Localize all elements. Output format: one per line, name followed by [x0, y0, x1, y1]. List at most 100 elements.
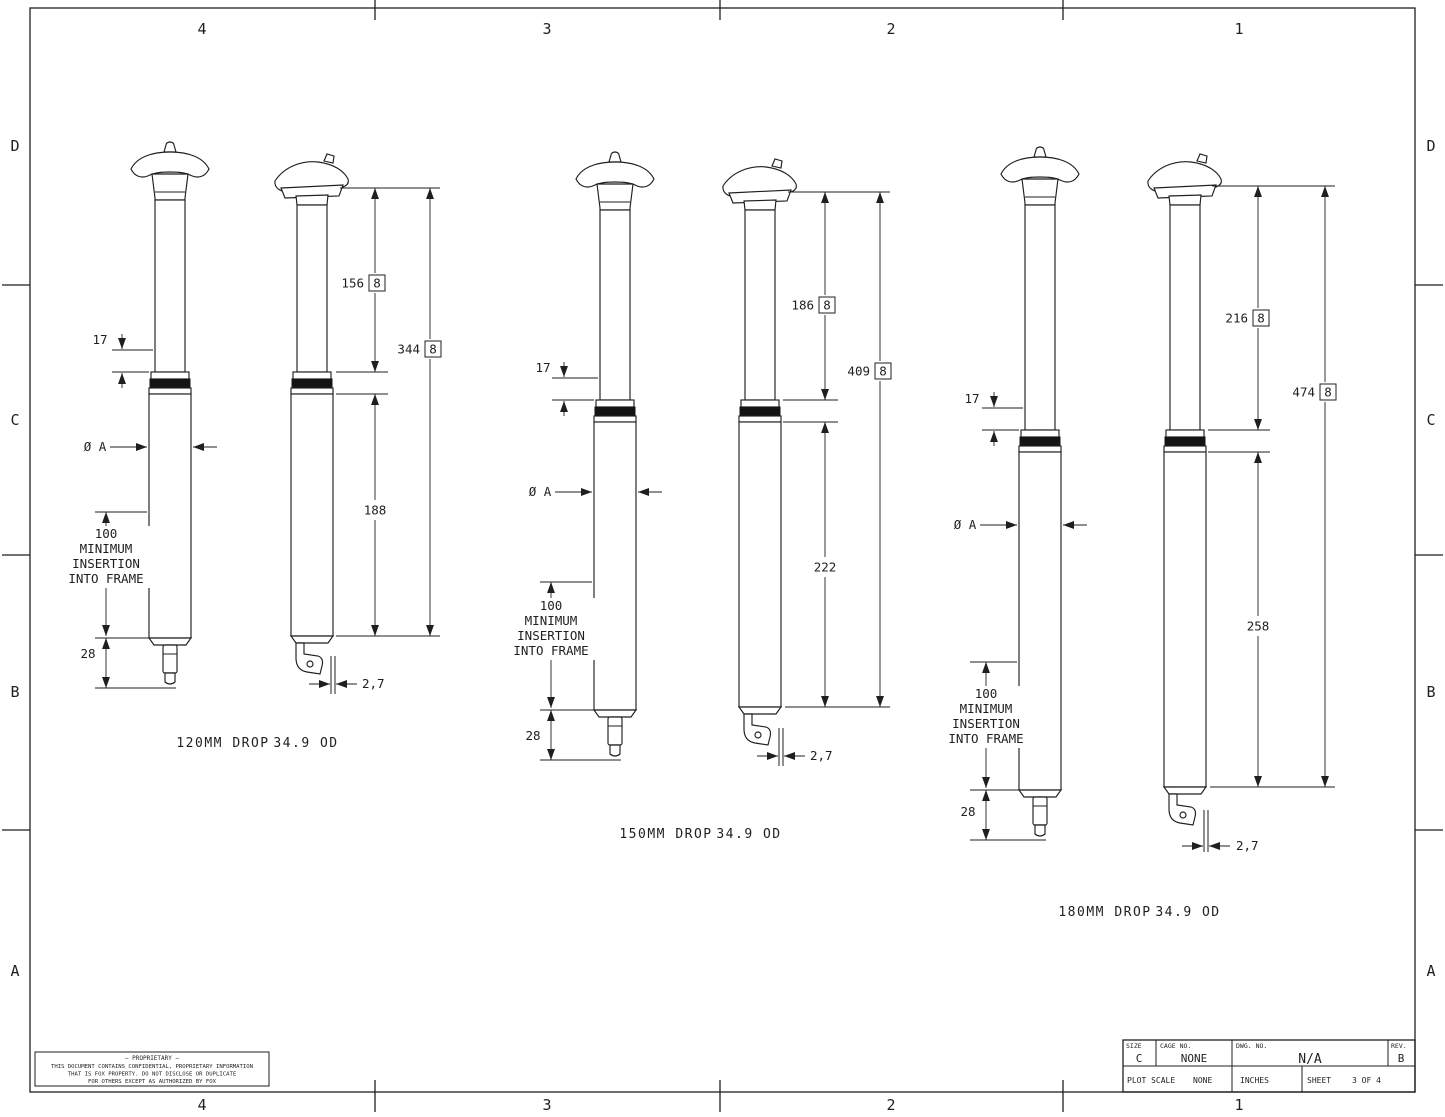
- dim-150-overall-409: 409 8: [785, 192, 898, 708]
- dim-180-overall-474: 474 8: [1210, 186, 1343, 788]
- proprietary-notice: — PROPRIETARY — THIS DOCUMENT CONTAINS C…: [34, 1051, 270, 1087]
- proprietary-line: FOR OTHERS EXCEPT AS AUTHORIZED BY FOX: [88, 1079, 217, 1085]
- dim-value: 28: [960, 804, 975, 819]
- dim-120-lever-offset: 2,7: [309, 656, 385, 694]
- seatpost-150-front-view: [575, 151, 655, 757]
- sheet-label: SHEET: [1307, 1076, 1331, 1085]
- zone-top-4: 4: [197, 20, 206, 38]
- dim-150-insertion: 100 MINIMUM INSERTION INTO FRAME: [507, 581, 595, 708]
- seatpost-150-side-view: [722, 158, 797, 746]
- dim-value: 17: [535, 360, 550, 375]
- dim-value: 28: [80, 646, 95, 661]
- caption-od: 34.9 OD: [273, 736, 338, 751]
- dim-120-diameter: Ø A: [84, 439, 217, 454]
- zone-left-b: B: [10, 683, 19, 701]
- dim-value: 2,7: [810, 748, 833, 763]
- dim-value: INSERTION: [517, 628, 585, 643]
- ref-flag: 8: [429, 342, 437, 357]
- dim-value: MINIMUM: [960, 701, 1013, 716]
- title-block: SIZE C CAGE NO. NONE DWG. NO. N/A REV. B…: [1122, 1039, 1416, 1093]
- caption-120: 120MM DROP 34.9 OD: [176, 736, 338, 751]
- zone-left-a: A: [10, 962, 19, 980]
- dim-value: MINIMUM: [80, 541, 133, 556]
- proprietary-title: — PROPRIETARY —: [125, 1055, 180, 1062]
- dim-value: Ø A: [954, 517, 977, 532]
- dim-value: 100: [95, 526, 118, 541]
- zone-labels: 4 3 2 1 4 3 2 1 D C B A D C B A: [10, 20, 1435, 1114]
- dim-value: 100: [540, 598, 563, 613]
- size-value: C: [1136, 1052, 1143, 1065]
- dim-value: MINIMUM: [525, 613, 578, 628]
- cage-no-value: NONE: [1181, 1052, 1208, 1065]
- dim-180-diameter: Ø A: [954, 517, 1087, 532]
- sheet-value: 3 OF 4: [1352, 1076, 1381, 1085]
- ref-flag: 8: [1257, 311, 1265, 326]
- dim-value: 222: [814, 560, 837, 575]
- dim-value: 100: [975, 686, 998, 701]
- dim-value: INSERTION: [72, 556, 140, 571]
- dim-value: 2,7: [362, 676, 385, 691]
- dim-value: 474: [1292, 385, 1315, 400]
- dim-value: Ø A: [529, 484, 552, 499]
- dim-value: 156: [341, 276, 364, 291]
- zone-left-d: D: [10, 137, 19, 155]
- dim-value: 258: [1247, 619, 1270, 634]
- dim-value: INTO FRAME: [948, 731, 1023, 746]
- zone-bottom-1: 1: [1234, 1096, 1243, 1114]
- units-value: INCHES: [1240, 1076, 1269, 1085]
- dim-value: 186: [791, 298, 814, 313]
- dim-value: 17: [964, 391, 979, 406]
- caption-150: 150MM DROP 34.9 OD: [619, 827, 781, 842]
- proprietary-line: THIS DOCUMENT CONTAINS CONFIDENTIAL, PRO…: [51, 1064, 253, 1070]
- caption-drop: 150MM DROP: [619, 827, 712, 842]
- plot-scale-value: NONE: [1193, 1076, 1212, 1085]
- dim-150-upper-186: 186 8: [780, 191, 890, 401]
- rev-value: B: [1398, 1052, 1405, 1065]
- caption-drop: 180MM DROP: [1058, 905, 1151, 920]
- dim-120-lower-188: 188: [336, 393, 393, 636]
- caption-180: 180MM DROP 34.9 OD: [1058, 905, 1220, 920]
- ref-flag: 8: [1324, 385, 1332, 400]
- zone-top-2: 2: [886, 20, 895, 38]
- dim-180-insertion: 100 MINIMUM INSERTION INTO FRAME: [942, 661, 1030, 788]
- dwg-no-label: DWG. NO.: [1236, 1042, 1267, 1050]
- dim-150-lower-222: 222: [783, 421, 843, 707]
- seatpost-180-side-view: [1147, 153, 1222, 826]
- dim-180-collar-17: 17: [964, 391, 1023, 446]
- caption-od: 34.9 OD: [1155, 905, 1220, 920]
- dim-value: 216: [1225, 311, 1248, 326]
- zone-bottom-4: 4: [197, 1096, 206, 1114]
- dim-value: 188: [364, 503, 387, 518]
- seatpost-120-side-view: [274, 153, 349, 675]
- caption-od: 34.9 OD: [716, 827, 781, 842]
- zone-right-c: C: [1426, 411, 1435, 429]
- dim-value: 409: [847, 364, 870, 379]
- dim-180-stub-28: 28: [960, 789, 1046, 841]
- dim-value: 28: [525, 728, 540, 743]
- dim-120-stub-28: 28: [80, 637, 176, 689]
- size-label: SIZE: [1126, 1042, 1142, 1050]
- zone-bottom-2: 2: [886, 1096, 895, 1114]
- dim-value: INTO FRAME: [513, 643, 588, 658]
- ref-flag: 8: [879, 364, 887, 379]
- dim-180-upper-216: 216 8: [1208, 185, 1335, 431]
- zone-right-b: B: [1426, 683, 1435, 701]
- rev-label: REV.: [1391, 1042, 1407, 1050]
- dim-value: INSERTION: [952, 716, 1020, 731]
- proprietary-line: THAT IS FOX PROPERTY. DO NOT DISCLOSE OR…: [68, 1072, 237, 1078]
- zone-top-3: 3: [542, 20, 551, 38]
- dim-120-upper-156: 156 8: [330, 187, 440, 373]
- zone-bottom-3: 3: [542, 1096, 551, 1114]
- dim-value: 344: [397, 342, 420, 357]
- zone-right-a: A: [1426, 962, 1435, 980]
- dim-150-collar-17: 17: [535, 360, 598, 416]
- dim-150-stub-28: 28: [525, 709, 621, 761]
- ref-flag: 8: [823, 298, 831, 313]
- dim-150-lever-offset: 2,7: [757, 728, 833, 766]
- dim-180-lower-258: 258: [1208, 451, 1276, 787]
- dim-value: 17: [92, 332, 107, 347]
- plot-scale-label: PLOT SCALE: [1127, 1076, 1175, 1085]
- dim-120-insertion: 100 MINIMUM INSERTION INTO FRAME: [62, 511, 150, 636]
- dim-value: INTO FRAME: [68, 571, 143, 586]
